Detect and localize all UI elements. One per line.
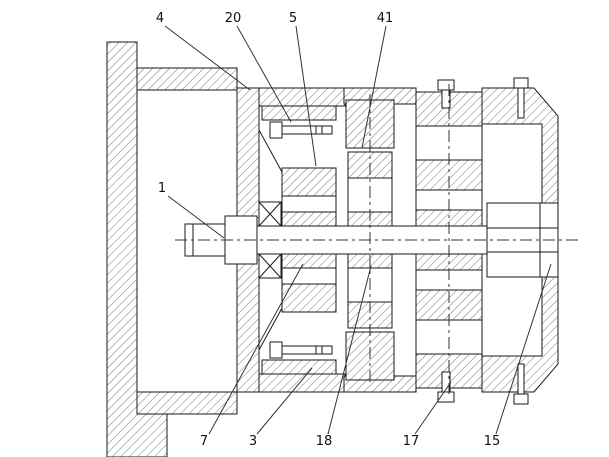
- centerlines: [175, 84, 578, 394]
- part-label-7: 7: [200, 434, 208, 449]
- leader-line-5: [295, 25, 317, 167]
- bell-cone-top-line: [258, 129, 283, 173]
- part-label-15: 15: [484, 434, 501, 449]
- part-label-1: 1: [158, 181, 166, 196]
- cover-flange-bottom: [261, 359, 337, 375]
- case-top-wall: [258, 87, 346, 107]
- leader-line-15: [495, 263, 552, 435]
- part-label-18: 18: [316, 434, 333, 449]
- leader-line-41: [361, 25, 387, 149]
- leader-lines: [164, 25, 552, 435]
- cover-flange-top: [261, 105, 337, 121]
- bearing-top-cross-2: [258, 201, 282, 227]
- gear1-hub-top: [281, 211, 337, 227]
- cover-and-bolts: [261, 105, 337, 375]
- bottom-mounting-flange: [136, 391, 238, 415]
- leader-line-7: [208, 263, 304, 435]
- end-cap-bottom-bolt-shank: [517, 363, 525, 395]
- bell-cone-bottom-line: [258, 307, 283, 351]
- bottom-bolt-head: [269, 341, 283, 359]
- part-label-20: 20: [225, 11, 242, 26]
- leader-line-3: [256, 367, 313, 435]
- leader-line-18: [327, 265, 372, 435]
- bearing-bottom-cross-2: [258, 253, 282, 279]
- leader-line-4: [164, 25, 251, 91]
- part-labels: 4 20 5 41 1 7 3 18 17 15: [156, 11, 500, 449]
- gear1-rim-bottom: [281, 283, 337, 313]
- case-top-bolt-head: [437, 79, 455, 91]
- top-bolt-shank: [281, 125, 333, 135]
- part-label-5: 5: [289, 11, 297, 26]
- top-bolt-head: [269, 121, 283, 139]
- part-label-41: 41: [377, 11, 394, 26]
- wall-and-flanges: [106, 41, 238, 457]
- gear1-hub-bottom: [281, 253, 337, 269]
- case-top-bolt-shank: [441, 89, 451, 109]
- end-cap-top-bolt-head: [513, 77, 529, 89]
- gear1-rim-top: [281, 167, 337, 197]
- top-mounting-flange: [136, 67, 238, 91]
- case-bottom-bolt-shank: [441, 371, 451, 393]
- leader-line-20: [236, 25, 292, 123]
- leader-line-17: [414, 381, 452, 435]
- part-label-17: 17: [403, 434, 420, 449]
- end-cap-top-bolt-shank: [517, 87, 525, 119]
- part-label-4: 4: [156, 11, 164, 26]
- end-cap-bottom-bolt-head: [513, 393, 529, 405]
- part-label-3: 3: [249, 434, 257, 449]
- bottom-bolt-shank: [281, 345, 333, 355]
- leader-line-1: [167, 195, 225, 239]
- case-bottom-wall: [258, 373, 346, 393]
